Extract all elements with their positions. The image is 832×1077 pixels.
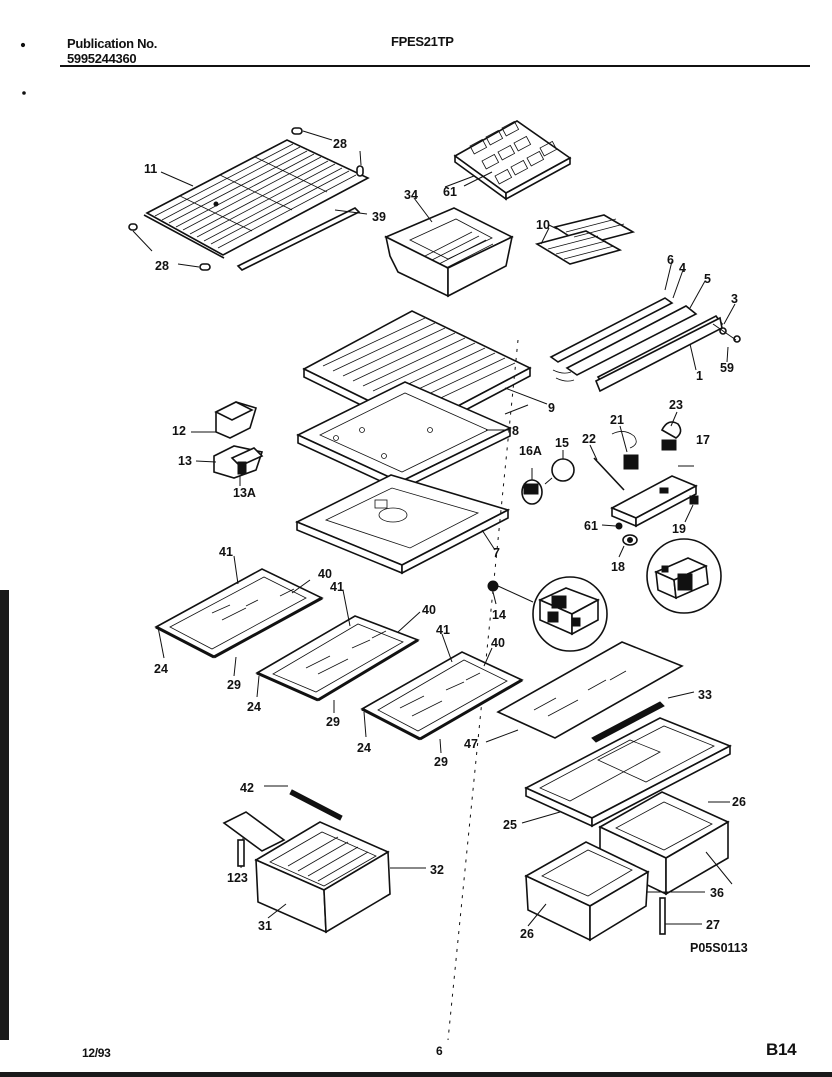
callout-18: 18 xyxy=(611,560,625,574)
callout-25: 25 xyxy=(503,818,517,832)
crisper-cover-glass xyxy=(485,641,684,743)
callout-59: 59 xyxy=(720,361,734,375)
light-socket xyxy=(487,580,534,605)
callout-40: 40 xyxy=(318,567,332,581)
fan-motor-assembly xyxy=(521,411,699,558)
freezer-shelf-rails xyxy=(549,260,741,393)
callout-5: 5 xyxy=(704,272,711,286)
callout-123: 123 xyxy=(227,871,248,885)
callout-41: 41 xyxy=(436,623,450,637)
diagram-code: P05S0113 xyxy=(690,941,748,955)
callout-41: 41 xyxy=(330,580,344,594)
callout-29: 29 xyxy=(434,755,448,769)
bullet-mark xyxy=(22,91,26,95)
callout-27: 27 xyxy=(706,918,720,932)
callout-34: 34 xyxy=(404,188,418,202)
callout-24: 24 xyxy=(154,662,168,676)
detail-circle-thermostat xyxy=(646,538,722,614)
bullet-mark xyxy=(20,42,26,48)
callout-26: 26 xyxy=(520,927,534,941)
callout-22: 22 xyxy=(582,432,596,446)
model-number: FPES21TP xyxy=(391,34,454,49)
publication-label: Publication No. xyxy=(67,36,158,51)
callout-47: 47 xyxy=(464,737,478,751)
meat-pan xyxy=(254,821,426,934)
scan-edge-bottom xyxy=(0,1072,832,1077)
glass-shelf-lower xyxy=(360,633,524,754)
callout-14: 14 xyxy=(492,608,506,622)
callout-26: 26 xyxy=(732,795,746,809)
callout-40: 40 xyxy=(491,636,505,650)
meat-pan-rail xyxy=(222,785,343,869)
publication-number: 5995244360 xyxy=(67,51,137,66)
shelf-support-rod xyxy=(236,207,361,271)
callout-8: 8 xyxy=(512,424,519,438)
callout-33: 33 xyxy=(698,688,712,702)
callout-36: 36 xyxy=(710,886,724,900)
crisper-pan-divider-screw xyxy=(659,897,702,935)
callout-28: 28 xyxy=(333,137,347,151)
freezer-wire-shelf xyxy=(143,139,370,259)
callout-29: 29 xyxy=(326,715,340,729)
callout-3: 3 xyxy=(731,292,738,306)
ice-trays-pair xyxy=(534,214,636,265)
callout-29: 29 xyxy=(227,678,241,692)
glass-shelf-upper xyxy=(154,555,324,677)
callout-39: 39 xyxy=(372,210,386,224)
callout-19: 19 xyxy=(672,522,686,536)
callout-17: 17 xyxy=(696,433,710,447)
callout-12: 12 xyxy=(172,424,186,438)
footer-section-code: B14 xyxy=(766,1040,797,1059)
callout-24: 24 xyxy=(247,700,261,714)
callout-61: 61 xyxy=(584,519,598,533)
callout-4: 4 xyxy=(679,261,686,275)
callout-23: 23 xyxy=(669,398,683,412)
callout-6: 6 xyxy=(667,253,674,267)
callout-61: 61 xyxy=(443,185,457,199)
footer-page-number: 6 xyxy=(436,1044,443,1058)
callout-42: 42 xyxy=(240,781,254,795)
callout-13: 13 xyxy=(178,454,192,468)
callout-10: 10 xyxy=(536,218,550,232)
scan-edge-left xyxy=(0,590,9,1040)
ice-cube-tray xyxy=(453,120,572,201)
crisper-pan-left xyxy=(524,841,705,942)
callout-7: 7 xyxy=(493,546,500,560)
ice-bucket xyxy=(384,197,514,298)
shelf-end-caps xyxy=(128,127,364,271)
callout-24: 24 xyxy=(357,741,371,755)
callout-13A: 13A xyxy=(233,486,256,500)
header-rule xyxy=(60,65,810,67)
freezer-divider-panel xyxy=(296,381,512,492)
callout-15: 15 xyxy=(555,436,569,450)
callout-16A: 16A xyxy=(519,444,542,458)
callout-1: 1 xyxy=(696,369,703,383)
callout-21: 21 xyxy=(610,413,624,427)
callout-9: 9 xyxy=(548,401,555,415)
detail-circle-light-socket xyxy=(532,576,608,652)
callout-40: 40 xyxy=(422,603,436,617)
evaporator-cover xyxy=(295,474,511,575)
glass-shelf-middle xyxy=(255,589,421,713)
crisper-cover-trim-strip xyxy=(591,691,695,743)
callout-32: 32 xyxy=(430,863,444,877)
callout-11: 11 xyxy=(144,162,157,176)
callout-41: 41 xyxy=(219,545,233,559)
crisper-frame xyxy=(521,717,732,828)
footer-date: 12/93 xyxy=(82,1046,111,1060)
callout-31: 31 xyxy=(258,919,272,933)
shelf-support-brackets xyxy=(191,401,264,486)
callout-28: 28 xyxy=(155,259,169,273)
